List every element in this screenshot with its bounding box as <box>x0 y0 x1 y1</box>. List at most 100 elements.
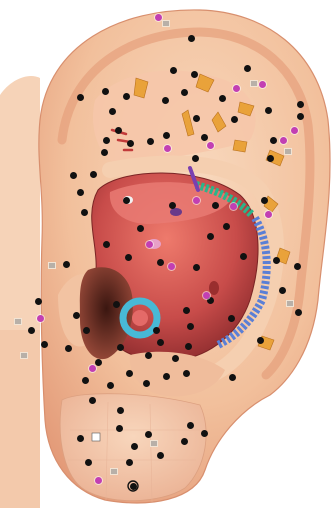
acupoint-marker <box>77 435 84 442</box>
acupoint-marker <box>192 155 199 162</box>
acupoint-marker <box>265 107 272 114</box>
acupoint-marker <box>125 254 132 261</box>
annotation-stub <box>48 262 56 269</box>
acupoint-marker <box>117 407 124 414</box>
acupoint-marker <box>146 241 153 248</box>
acupoint-marker <box>145 431 152 438</box>
acupoint-marker <box>267 155 274 162</box>
acupoint-marker <box>261 197 268 204</box>
acupoint-marker <box>280 137 287 144</box>
acupoint-marker <box>102 88 109 95</box>
acupoint-marker <box>131 443 138 450</box>
acupoint-marker <box>183 307 190 314</box>
acupoint-marker <box>193 197 200 204</box>
acupoint-marker <box>265 211 272 218</box>
acupoint-marker <box>123 197 130 204</box>
acupoint-marker <box>169 202 176 209</box>
acupoint-marker <box>291 127 298 134</box>
acupoint-marker <box>187 422 194 429</box>
acupoint-marker <box>270 137 277 144</box>
acupoint-marker <box>185 343 192 350</box>
acupoint-marker <box>126 459 133 466</box>
acupoint-marker <box>145 352 152 359</box>
acupoint-marker <box>83 327 90 334</box>
acupoint-marker <box>77 94 84 101</box>
acupoint-marker <box>164 145 171 152</box>
acupoint-marker <box>297 101 304 108</box>
acupoint-marker <box>89 365 96 372</box>
acupoint-marker <box>41 341 48 348</box>
acupoint-marker <box>240 253 247 260</box>
acupoint-marker <box>172 355 179 362</box>
acupoint-marker <box>28 327 35 334</box>
acupoint-marker <box>207 142 214 149</box>
acupoint-marker <box>90 171 97 178</box>
annotation-stub <box>20 352 28 359</box>
acupoint-marker <box>77 189 84 196</box>
lobe-white-marker <box>92 433 100 441</box>
acupoint-marker <box>219 95 226 102</box>
acupoint-marker <box>273 257 280 264</box>
acupoint-marker <box>163 373 170 380</box>
acupoint-marker <box>183 370 190 377</box>
annotation-stub <box>14 318 22 325</box>
acupoint-marker <box>295 309 302 316</box>
acupoint-marker <box>65 345 72 352</box>
acupoint-marker <box>82 377 89 384</box>
annotation-stub <box>284 148 292 155</box>
acupoint-marker <box>163 132 170 139</box>
acupoint-marker <box>233 85 240 92</box>
acupoint-marker <box>101 149 108 156</box>
annotation-stub <box>150 440 158 447</box>
annotation-stub <box>162 20 170 27</box>
acupoint-marker <box>168 263 175 270</box>
pictogram-10 <box>233 140 247 152</box>
acupoint-marker <box>127 140 134 147</box>
acupoint-marker <box>257 337 264 344</box>
acupoint-marker <box>157 339 164 346</box>
acupoint-marker <box>117 344 124 351</box>
organ-drawing-3 <box>209 281 219 295</box>
acupoint-marker <box>181 89 188 96</box>
acupoint-marker <box>89 397 96 404</box>
annotation-stub <box>250 80 258 87</box>
acupoint-marker <box>294 263 301 270</box>
acupoint-marker <box>63 261 70 268</box>
acupoint-marker <box>193 115 200 122</box>
acupoint-marker <box>35 298 42 305</box>
acupoint-marker <box>81 209 88 216</box>
acupoint-marker <box>279 287 286 294</box>
acupoint-marker <box>85 459 92 466</box>
acupoint-marker <box>153 327 160 334</box>
acupoint-marker <box>95 477 102 484</box>
acupoint-marker <box>147 138 154 145</box>
acupoint-marker <box>201 430 208 437</box>
acupoint-marker <box>191 71 198 78</box>
acupoint-marker <box>201 134 208 141</box>
acupoint-marker <box>223 223 230 230</box>
acupoint-marker <box>229 374 236 381</box>
acupoint-marker <box>231 116 238 123</box>
acupoint-marker <box>95 359 102 366</box>
acupoint-marker <box>244 65 251 72</box>
acupoint-marker <box>228 315 235 322</box>
acupoint-marker <box>103 137 110 144</box>
annotation-stub <box>286 300 294 307</box>
acupoint-marker <box>143 380 150 387</box>
acupoint-marker <box>157 452 164 459</box>
acupoint-marker <box>109 108 116 115</box>
acupoint-marker <box>70 172 77 179</box>
acupoint-marker <box>203 292 210 299</box>
acupoint-marker <box>155 14 162 21</box>
acupoint-marker <box>207 233 214 240</box>
acupoint-marker <box>297 113 304 120</box>
acupoint-marker <box>137 225 144 232</box>
acupoint-marker <box>123 93 130 100</box>
acupoint-marker <box>162 97 169 104</box>
organ-drawing-1 <box>170 208 182 216</box>
acupoint-marker <box>115 127 122 134</box>
acupoint-marker <box>193 264 200 271</box>
acupoint-marker <box>126 370 133 377</box>
